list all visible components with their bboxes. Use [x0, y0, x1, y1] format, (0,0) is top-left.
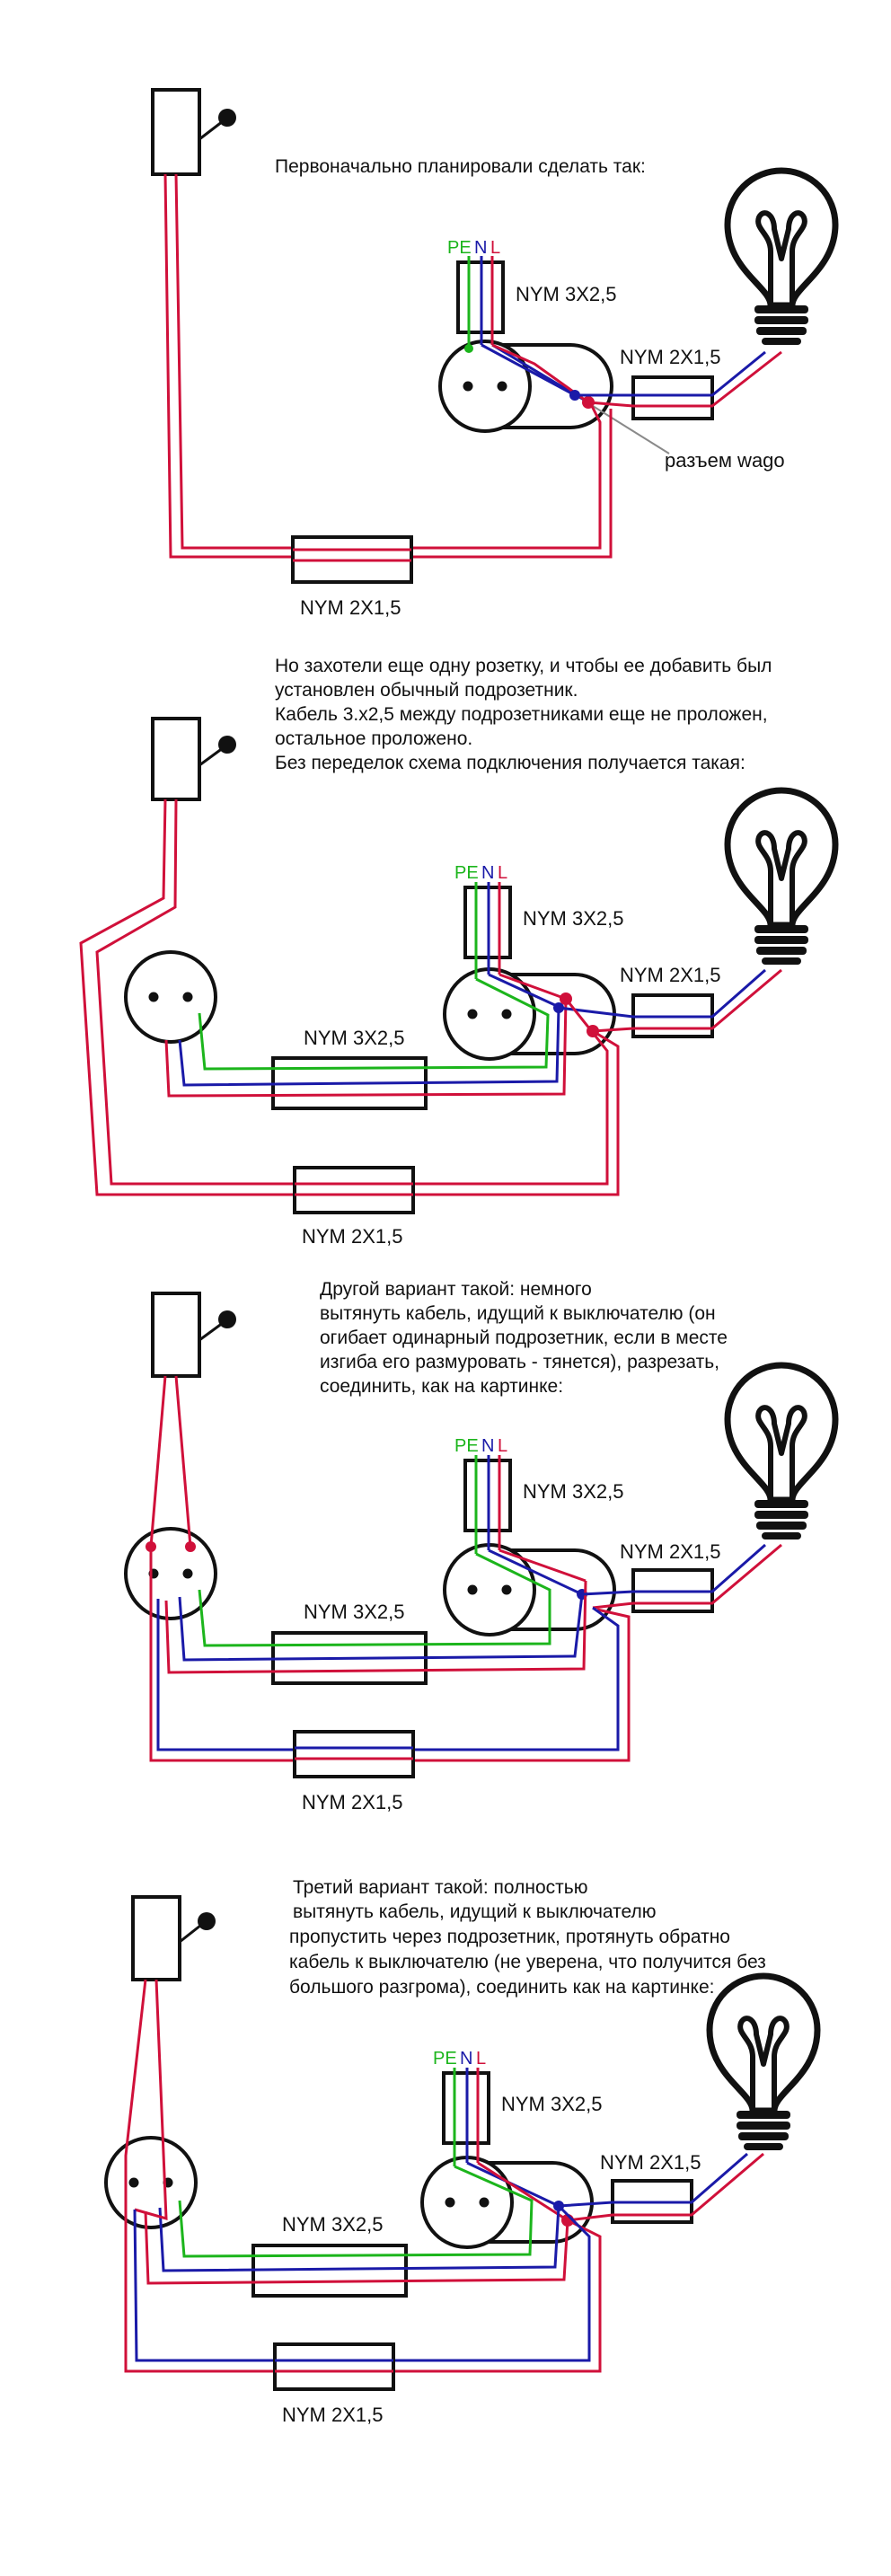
nym-3x25-between-label: NYM 3X2,5 — [304, 1027, 405, 1049]
nym-2x15-lamp-label: NYM 2X1,5 — [620, 1540, 721, 1563]
section3-text: Другой вариант такой: немного вытянуть к… — [320, 1279, 733, 1397]
lamp-icon — [710, 1976, 817, 2150]
l-label: L — [498, 863, 507, 883]
switch-icon — [151, 1292, 201, 1378]
nym-2x15-switch-label: NYM 2X1,5 — [300, 596, 401, 619]
section4-text: Третий вариант такой: полностью вытянуть… — [289, 1877, 772, 1998]
n-label: N — [460, 2049, 472, 2069]
section1-title: Первоначально планировали сделать так: — [275, 156, 646, 177]
pe-label: PE — [454, 1436, 479, 1456]
lamp-icon — [728, 790, 835, 965]
nym-2x15-switch-label: NYM 2X1,5 — [302, 1225, 403, 1248]
nym-2x15-lamp-label: NYM 2X1,5 — [620, 964, 721, 986]
nym-3x25-label: NYM 3X2,5 — [523, 907, 624, 930]
nym-2x15-lamp-label: NYM 2X1,5 — [600, 2151, 701, 2174]
pe-label: PE — [454, 863, 479, 883]
switch-icon — [151, 717, 201, 801]
wago-label: разъем wago — [665, 449, 785, 472]
lamp-icon — [728, 1365, 835, 1539]
nym-3x25-label: NYM 3X2,5 — [516, 283, 617, 305]
nym-3x25-label: NYM 3X2,5 — [501, 2093, 603, 2115]
switch-icon — [151, 88, 201, 176]
lamp-icon — [728, 171, 835, 345]
nym-2x15-lamp-label: NYM 2X1,5 — [620, 346, 721, 368]
diagram-3: Другой вариант такой: немного вытянуть к… — [124, 1279, 835, 1813]
pe-label: PE — [433, 2049, 457, 2069]
l-label: L — [498, 1436, 507, 1456]
nym-3x25-label: NYM 3X2,5 — [523, 1480, 624, 1503]
diagram-1: PE N L NYM 3X2,5 разъем wago NYM 2X1,5 N… — [151, 88, 835, 619]
diagram-4: Третий вариант такой: полностью вытянуть… — [104, 1877, 817, 2426]
l-label: L — [476, 2049, 486, 2069]
nym-3x25-between-label: NYM 3X2,5 — [282, 2213, 384, 2236]
n-label: N — [474, 238, 487, 258]
n-label: N — [481, 1436, 494, 1456]
section2-text: Но захотели еще одну розетку, и чтобы ее… — [275, 656, 777, 773]
nym-3x25-between-label: NYM 3X2,5 — [304, 1601, 405, 1623]
n-label: N — [481, 863, 494, 883]
diagram-2: Но захотели еще одну розетку, и чтобы ее… — [79, 656, 835, 1248]
l-label: L — [490, 238, 500, 258]
pe-label: PE — [447, 238, 472, 258]
nym-2x15-switch-label: NYM 2X1,5 — [282, 2404, 384, 2426]
switch-icon — [131, 1895, 181, 1981]
nym-2x15-switch-label: NYM 2X1,5 — [302, 1791, 403, 1813]
